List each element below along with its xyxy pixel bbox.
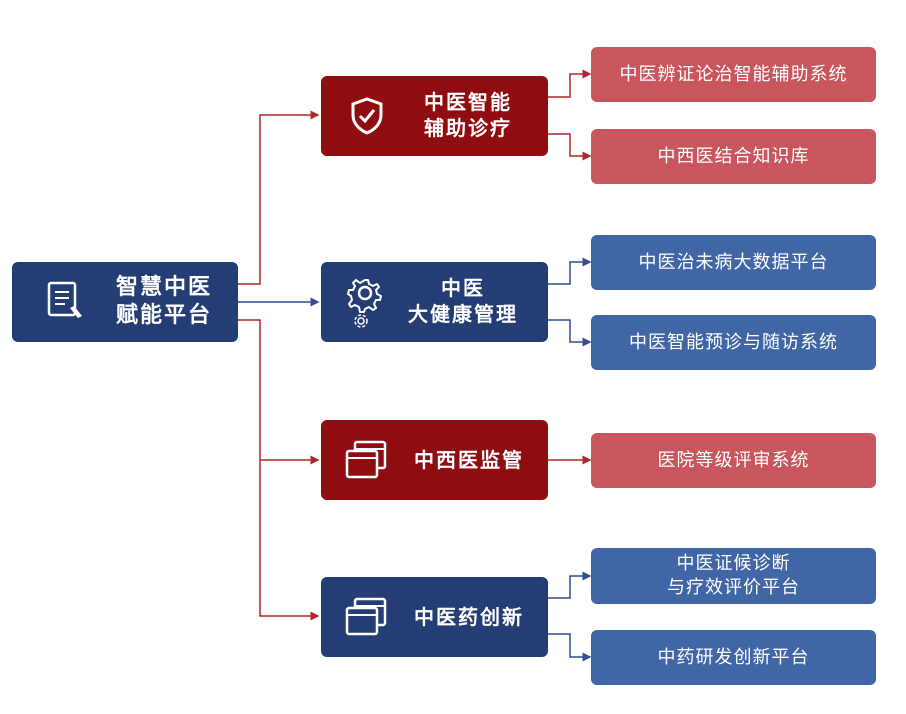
- leaf-item: 中医治未病大数据平台: [591, 235, 876, 290]
- leaf-item: 中药研发创新平台: [591, 630, 876, 685]
- windows-icon: [345, 440, 389, 484]
- category-innovation: 中医药创新: [321, 577, 548, 657]
- leaf-item: 中医证候诊断 与疗效评价平台: [591, 548, 876, 604]
- category-ai-diagnosis: 中医智能 辅助诊疗: [321, 76, 548, 156]
- category-title: 中医药创新: [414, 605, 524, 629]
- category-supervision: 中西医监管: [321, 420, 548, 500]
- connector-root-cat1: [238, 110, 320, 285]
- connector-cat4-leaf2: [548, 633, 592, 662]
- leaf-item: 中西医结合知识库: [591, 129, 876, 184]
- category-title: 中西医监管: [414, 448, 524, 472]
- gears-icon: [347, 276, 387, 332]
- leaf-label: 中医辨证论治智能辅助系统: [619, 63, 848, 85]
- leaf-label: 中西医结合知识库: [657, 145, 810, 167]
- connector-cat2-leaf2: [548, 319, 592, 347]
- connector-root-cat3: [238, 319, 320, 465]
- root-title: 智慧中医 赋能平台: [115, 275, 212, 328]
- leaf-label: 中医治未病大数据平台: [638, 251, 829, 273]
- shield-check-icon: [349, 96, 385, 140]
- connector-cat1-leaf1: [548, 69, 592, 98]
- leaf-label: 中医证候诊断 与疗效评价平台: [667, 553, 800, 598]
- root-node: 智慧中医 赋能平台: [12, 262, 238, 342]
- leaf-label: 中药研发创新平台: [657, 646, 810, 668]
- leaf-item: 医院等级评审系统: [591, 433, 876, 488]
- leaf-label: 中医智能预诊与随访系统: [629, 331, 838, 353]
- leaf-label: 医院等级评审系统: [657, 449, 810, 471]
- leaf-item: 中医辨证论治智能辅助系统: [591, 47, 876, 102]
- connector-cat4-leaf1: [548, 571, 592, 599]
- connector-cat2-leaf1: [548, 257, 592, 285]
- windows-icon: [345, 597, 389, 641]
- category-title: 中医智能 辅助诊疗: [424, 90, 512, 140]
- leaf-item: 中医智能预诊与随访系统: [591, 315, 876, 370]
- clipboard-pen-icon: [46, 280, 86, 328]
- category-title: 中医 大健康管理: [408, 276, 518, 326]
- connector-cat1-leaf2: [548, 133, 592, 161]
- category-health-management: 中医 大健康管理: [321, 262, 548, 342]
- connector-root-cat4: [259, 460, 320, 621]
